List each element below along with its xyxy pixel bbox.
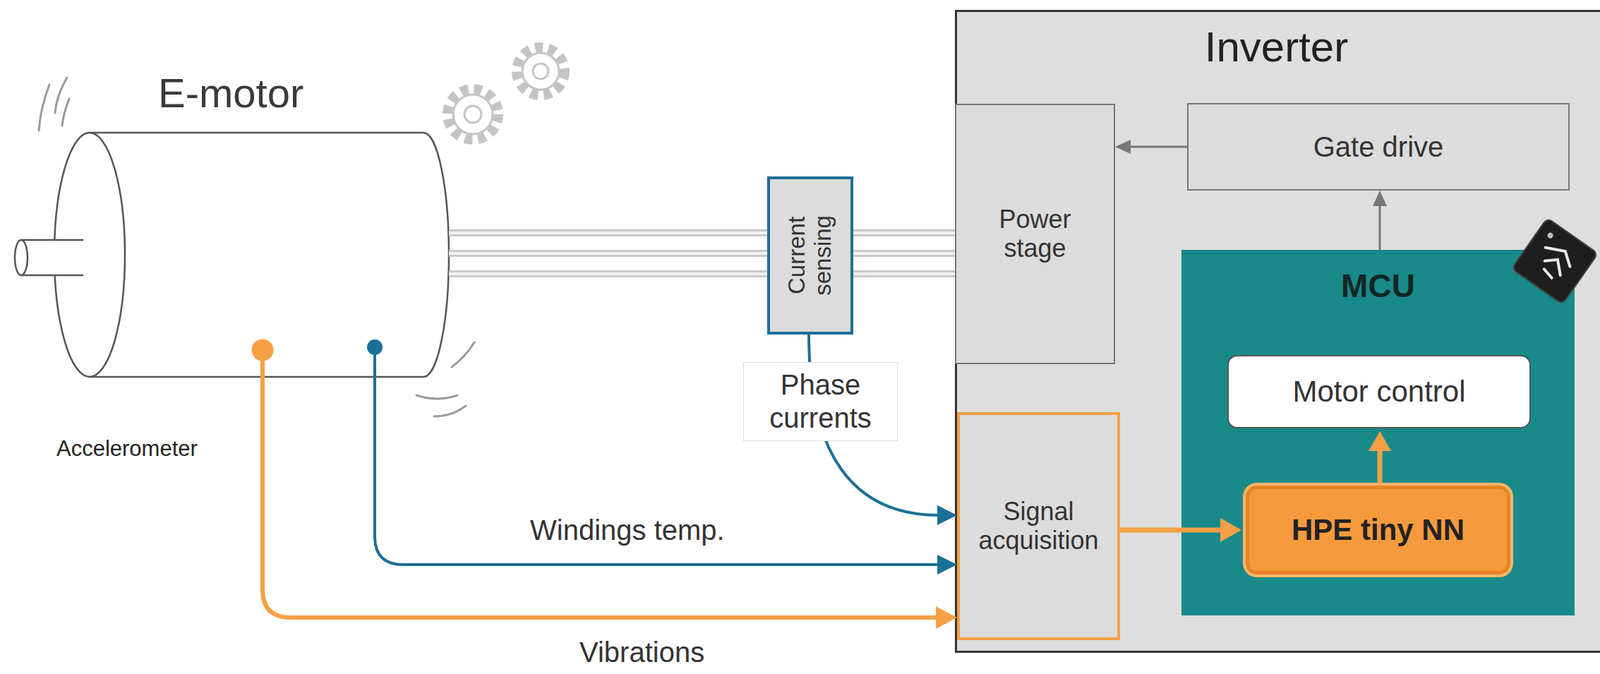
arrow-head bbox=[1115, 139, 1131, 154]
power-wire bbox=[853, 229, 955, 237]
motor-body bbox=[14, 132, 449, 377]
sensor-box: Current sensing bbox=[767, 176, 854, 335]
power-wire bbox=[448, 231, 768, 235]
arrow-head bbox=[1368, 431, 1392, 451]
accelerometer-dot bbox=[250, 338, 275, 363]
power-wire bbox=[448, 272, 768, 276]
power-wire bbox=[853, 270, 955, 278]
chip-badge bbox=[1532, 240, 1576, 284]
gear-icons bbox=[447, 47, 565, 140]
power-wire bbox=[448, 229, 768, 237]
arrow-head bbox=[935, 606, 958, 629]
node-label: Signal acquisition bbox=[968, 497, 1110, 555]
vibration-marks bbox=[38, 77, 475, 417]
motor-node: E-motor bbox=[89, 132, 449, 378]
inverter-housing: InverterPower stage Gate driveMCU Motor co… bbox=[954, 9, 1600, 653]
chip-badge bbox=[1546, 231, 1555, 240]
connector bbox=[853, 232, 955, 274]
connector-part bbox=[1379, 204, 1382, 250]
connector bbox=[1368, 431, 1392, 482]
node-label: Current sensing bbox=[784, 181, 837, 330]
node-label: MCU bbox=[1340, 268, 1416, 305]
process-box: Power stage bbox=[954, 103, 1116, 365]
node-label: Inverter bbox=[1204, 23, 1349, 71]
power-wire bbox=[853, 251, 955, 255]
connector bbox=[1372, 190, 1387, 250]
arrow-head bbox=[1220, 518, 1242, 543]
connector bbox=[1120, 518, 1242, 543]
node-label: Gate drive bbox=[1313, 131, 1445, 164]
node-label: Power stage bbox=[975, 205, 1096, 263]
node-label: HPE tiny NN bbox=[1291, 513, 1465, 547]
process-box: Gate drive bbox=[1187, 103, 1570, 191]
arrow-head bbox=[937, 505, 958, 526]
connector-part bbox=[1120, 527, 1225, 533]
edge-label: Vibrations bbox=[575, 633, 709, 671]
connector bbox=[262, 362, 958, 629]
connector-part bbox=[262, 362, 938, 618]
part-label: Accelerometer bbox=[56, 436, 198, 462]
node-label: Motor control bbox=[1292, 374, 1466, 408]
power-wire bbox=[853, 249, 955, 257]
connector-part bbox=[374, 355, 939, 565]
arrow-head bbox=[1372, 190, 1387, 207]
chip-badge bbox=[1511, 218, 1599, 305]
power-wire bbox=[448, 251, 768, 255]
arrow-head bbox=[937, 554, 958, 575]
process-box: Signal acquisition bbox=[957, 412, 1121, 641]
connector bbox=[374, 355, 958, 575]
edge-label: Phase currents bbox=[743, 362, 898, 442]
connector-part bbox=[1129, 146, 1188, 149]
power-wire bbox=[853, 231, 955, 235]
power-wire bbox=[448, 270, 768, 278]
chip-badge bbox=[1511, 218, 1599, 305]
mcu-block: MCU Motor controlHPE tiny NN bbox=[1181, 249, 1575, 616]
connector bbox=[448, 232, 768, 274]
connector-part bbox=[1377, 449, 1383, 482]
node-label: E-motor bbox=[158, 70, 304, 117]
process-box: Motor control bbox=[1227, 355, 1531, 429]
power-wire bbox=[853, 272, 955, 276]
connector bbox=[1115, 139, 1188, 154]
nn-box: HPE tiny NN bbox=[1245, 485, 1511, 575]
temp-sensor-dot bbox=[367, 339, 383, 356]
power-wire bbox=[448, 249, 768, 257]
edge-label: Windings temp. bbox=[525, 509, 730, 551]
